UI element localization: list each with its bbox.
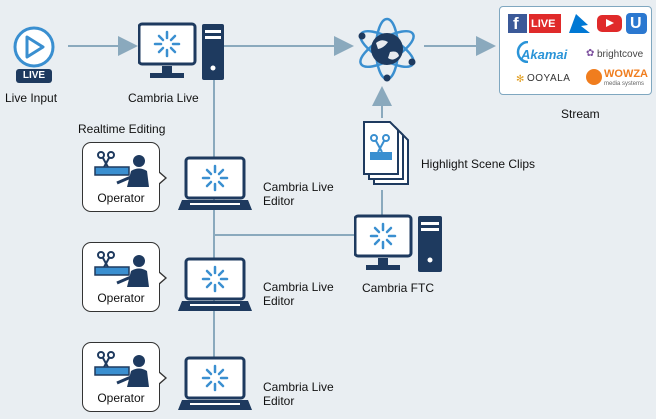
highlight-clips-icon <box>362 120 412 186</box>
stream-destinations-box: f LIVE U Akamai ✿ brightcove ✻ OOYALA WO… <box>499 6 652 95</box>
fb-live-badge <box>529 14 561 33</box>
facebook-icon <box>508 14 527 33</box>
editor-label-line1: Cambria Live <box>263 380 334 394</box>
ooyala-icon: ✻ <box>516 74 525 85</box>
cambria-live-workstation <box>137 22 228 84</box>
ooyala-logo: OOYALA <box>527 73 571 84</box>
ustream-icon <box>626 13 647 34</box>
operator-label: Operator <box>97 291 145 305</box>
cambria-ftc-label: Cambria FTC <box>362 281 435 295</box>
editor-label-line1: Cambria Live <box>263 180 334 194</box>
operator-label: Operator <box>97 191 145 205</box>
stream-label: Stream <box>561 107 600 121</box>
operator-bubble: Operator <box>82 342 167 412</box>
fb-live-text: LIVE <box>531 18 556 30</box>
operator-bubble: Operator <box>82 242 167 312</box>
editor-laptop-icon <box>178 356 252 414</box>
editor-label-line2: Editor <box>263 194 295 208</box>
wowza-logo: WOWZA <box>604 68 648 80</box>
brightcove-icon: ✿ <box>586 48 595 59</box>
brightcove-logo: brightcove <box>597 49 644 60</box>
ustream-logo-text: U <box>630 15 642 32</box>
editor-label-line2: Editor <box>263 394 295 408</box>
azure-icon <box>569 14 590 33</box>
distribution-hub-icon <box>354 16 420 82</box>
operator-bubble: Operator <box>82 142 167 212</box>
youtube-icon <box>597 15 622 32</box>
realtime-editing-label: Realtime Editing <box>78 122 166 136</box>
editor-label-line2: Editor <box>263 294 295 308</box>
akamai-swoosh-icon <box>516 41 529 63</box>
facebook-logo-text: f <box>513 14 519 33</box>
operator-icon <box>94 251 149 287</box>
live-input-label: Live Input <box>5 91 58 105</box>
editor-laptop-icon <box>178 156 252 214</box>
wowza-icon <box>586 69 602 85</box>
operator-icon <box>94 351 149 387</box>
cambria-live-label: Cambria Live <box>128 91 199 105</box>
editor-laptop-icon <box>178 257 252 315</box>
editor-label-line1: Cambria Live <box>263 280 334 294</box>
wowza-subtext: media systems <box>604 81 645 87</box>
operator-label: Operator <box>97 391 145 405</box>
akamai-logo: Akamai <box>521 47 568 62</box>
highlight-clips-label: Highlight Scene Clips <box>421 157 536 171</box>
live-badge-text: LIVE <box>22 70 46 81</box>
live-input-icon: LIVE <box>10 26 58 84</box>
operator-icon <box>94 151 149 187</box>
cambria-ftc-workstation <box>353 214 446 274</box>
